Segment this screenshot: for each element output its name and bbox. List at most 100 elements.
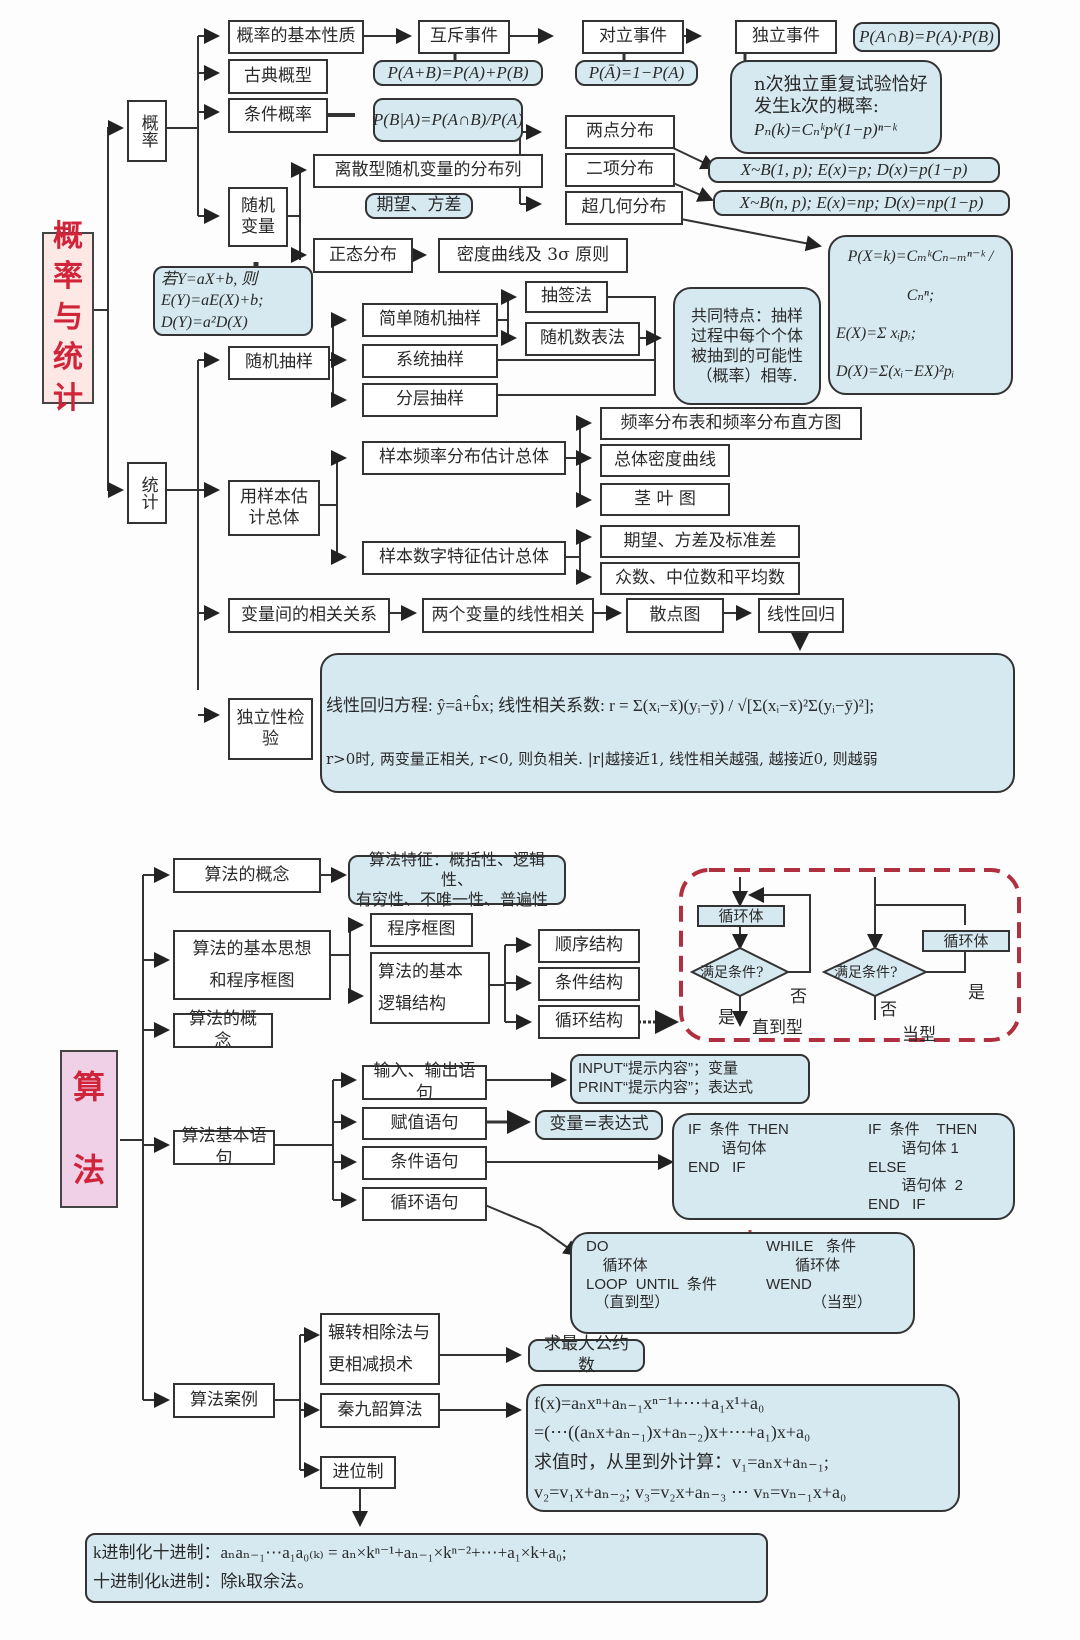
node-qin-jiushao[interactable]: 秦九韶算法 bbox=[320, 1393, 440, 1428]
node-stem-leaf[interactable]: 茎 叶 图 bbox=[600, 483, 730, 516]
qin-line: v₂=v₁x+aₙ₋₂; v₃=v₂x+aₙ₋₃ ⋯ vₙ=vₙ₋₁x+a₀ bbox=[534, 1481, 847, 1502]
regression-formula-box: 线性回归方程: ŷ=â+b̂x; 线性相关系数: r = Σ(xᵢ−x̄)(yᵢ… bbox=[320, 653, 1015, 793]
node-independence-test[interactable]: 独立性检验 bbox=[228, 698, 313, 760]
node-numeric-features[interactable]: 样本数字特征估计总体 bbox=[362, 541, 566, 575]
node-number-base[interactable]: 进位制 bbox=[320, 1456, 396, 1489]
qin-line: f(x)=aₙxⁿ+aₙ₋₁xⁿ⁻¹+⋯+a₁x¹+a₀ bbox=[534, 1392, 765, 1413]
if-line: 语句体 bbox=[688, 1139, 767, 1157]
loop-body-while: 循环体 bbox=[922, 930, 1010, 952]
node-random-variable[interactable]: 随机变量 bbox=[228, 187, 288, 247]
node-basic-idea[interactable]: 算法的基本思想 和程序框图 bbox=[173, 930, 331, 1000]
do-loop-line: 循环体 bbox=[586, 1256, 648, 1274]
if-syntax-box: IF 条件 THEN 语句体 END IF IF 条件 THEN 语句体 1 E… bbox=[672, 1113, 1015, 1220]
node-random-table[interactable]: 随机数表法 bbox=[525, 322, 640, 356]
formula-binomial: X~B(n, p); E(x)=np; D(x)=np(1−p) bbox=[713, 190, 1010, 216]
node-opposite-events[interactable]: 对立事件 bbox=[582, 20, 684, 54]
node-normal-distribution[interactable]: 正态分布 bbox=[313, 238, 413, 273]
node-statistics[interactable]: 统计 bbox=[127, 462, 167, 524]
node-random-sampling[interactable]: 随机抽样 bbox=[228, 346, 330, 380]
node-algorithm-concept[interactable]: 算法的概念 bbox=[173, 858, 321, 893]
node-systematic[interactable]: 系统抽样 bbox=[362, 344, 498, 378]
bernoulli-line: 发生k次的概率: bbox=[754, 96, 879, 118]
base-line: 十进制化k进制：除k取余法。 bbox=[93, 1572, 314, 1591]
bernoulli-formula: Pₙ(k)=Cₙᵏpᵏ(1−p)ⁿ⁻ᵏ bbox=[754, 119, 897, 139]
basic-idea-line: 算法的基本思想 bbox=[192, 938, 312, 959]
if-else-line: ELSE bbox=[868, 1158, 907, 1176]
common-feature-line: （概率）相等. bbox=[696, 366, 798, 385]
common-feature-line: 过程中每个个体 bbox=[690, 326, 803, 345]
qin-formula-box: f(x)=aₙxⁿ+aₙ₋₁xⁿ⁻¹+⋯+a₁x¹+a₀ =(⋯((aₙx+aₙ… bbox=[526, 1384, 960, 1512]
node-loop-structure[interactable]: 循环结构 bbox=[538, 1005, 640, 1039]
node-mode-median[interactable]: 众数、中位数和平均数 bbox=[600, 562, 800, 595]
hypergeometric-formulas: P(X=k)=CₘᵏCₙ₋ₘⁿ⁻ᵏ / Cₙⁿ; E(X)=Σ xᵢpᵢ; D(… bbox=[828, 235, 1013, 395]
condition-diamond-until bbox=[689, 946, 791, 998]
hypergeo-formula: P(X=k)=CₘᵏCₙ₋ₘⁿ⁻ᵏ / Cₙⁿ; bbox=[847, 248, 994, 304]
node-exp-std[interactable]: 期望、方差及标准差 bbox=[600, 525, 800, 558]
title-char: 算 bbox=[72, 1067, 105, 1106]
node-mutually-exclusive[interactable]: 互斥事件 bbox=[418, 20, 510, 54]
node-assignment[interactable]: 赋值语句 bbox=[362, 1107, 487, 1140]
condition-diamond-while bbox=[821, 946, 929, 998]
node-algorithm-concept-2[interactable]: 算法的概念 bbox=[173, 1009, 273, 1051]
label-until-type: 直到型 bbox=[752, 1018, 803, 1038]
node-freq-distribution[interactable]: 样本频率分布估计总体 bbox=[362, 441, 566, 475]
logic-structure-line: 逻辑结构 bbox=[378, 994, 446, 1014]
node-two-point[interactable]: 两点分布 bbox=[565, 115, 675, 149]
common-feature-box: 共同特点：抽样 过程中每个个体 被抽到的可能性 （概率）相等. bbox=[673, 287, 821, 405]
bernoulli-line: n次独立重复试验恰好 bbox=[754, 73, 928, 95]
node-euclid[interactable]: 辗转相除法与 更相减损术 bbox=[320, 1313, 440, 1385]
node-conditional-statement[interactable]: 条件语句 bbox=[362, 1146, 487, 1180]
hypergeo-formula: D(X)=Σ(xᵢ−EX)²pᵢ bbox=[836, 363, 955, 381]
node-loop-statement[interactable]: 循环语句 bbox=[362, 1187, 487, 1221]
node-correlation[interactable]: 变量间的相关关系 bbox=[228, 598, 390, 633]
do-loop-line: LOOP UNTIL 条件 bbox=[586, 1275, 717, 1293]
formula-conditional: P(B|A)=P(A∩B)/P(A) bbox=[373, 98, 523, 142]
node-simple-random[interactable]: 简单随机抽样 bbox=[362, 303, 498, 337]
node-scatter-plot[interactable]: 散点图 bbox=[626, 598, 724, 633]
regression-equation: 线性回归方程: ŷ=â+b̂x; 线性相关系数: r = Σ(xᵢ−x̄)(yᵢ… bbox=[326, 696, 875, 715]
node-estimate-population[interactable]: 用样本估计总体 bbox=[228, 480, 320, 536]
node-sequence-structure[interactable]: 顺序结构 bbox=[538, 929, 640, 963]
assignment-syntax: 变量=表达式 bbox=[535, 1110, 663, 1140]
node-density-curve[interactable]: 总体密度曲线 bbox=[600, 444, 730, 477]
node-linear-correlation[interactable]: 两个变量的线性相关 bbox=[422, 598, 594, 633]
node-classical-model[interactable]: 古典概型 bbox=[228, 59, 328, 94]
io-syntax-box: INPUT“提示内容”；变量 PRINT“提示内容”；表达式 bbox=[570, 1054, 810, 1104]
node-hypergeometric[interactable]: 超几何分布 bbox=[565, 191, 683, 225]
title-char: 法 bbox=[72, 1151, 105, 1189]
node-basic-statements[interactable]: 算法基本语句 bbox=[173, 1126, 275, 1168]
category-probability-statistics: 概 率 与 统 计 bbox=[42, 219, 94, 416]
node-io-statements[interactable]: 输入、输出语句 bbox=[362, 1061, 487, 1103]
correlation-note: r>0时, 两变量正相关, r<0, 则负相关. |r|越接近1, 线性相关越强… bbox=[326, 750, 878, 769]
node-density-3sigma[interactable]: 密度曲线及 3σ 原则 bbox=[438, 238, 628, 273]
node-conditional-probability[interactable]: 条件概率 bbox=[228, 98, 328, 133]
node-flowchart[interactable]: 程序框图 bbox=[370, 913, 473, 947]
title-char: 概 bbox=[53, 218, 83, 254]
if-line: IF 条件 THEN bbox=[688, 1121, 789, 1138]
label-no-until: 否 bbox=[790, 987, 807, 1007]
node-linear-regression[interactable]: 线性回归 bbox=[758, 598, 844, 633]
condition-label-until: 满足条件? bbox=[700, 965, 764, 981]
node-freq-table-histogram[interactable]: 频率分布表和频率分布直方图 bbox=[600, 407, 862, 440]
node-logic-structure[interactable]: 算法的基本 逻辑结构 bbox=[370, 952, 490, 1024]
while-loop-line: WEND bbox=[766, 1275, 812, 1293]
hypergeo-formula: E(X)=Σ xᵢpᵢ; bbox=[836, 325, 916, 342]
node-independent-events[interactable]: 独立事件 bbox=[735, 20, 837, 54]
node-binomial[interactable]: 二项分布 bbox=[565, 153, 675, 187]
if-else-line: 语句体 2 bbox=[868, 1177, 964, 1195]
node-lottery[interactable]: 抽签法 bbox=[525, 281, 608, 313]
while-loop-line: WHILE 条件 bbox=[766, 1238, 857, 1255]
title-char: 计 bbox=[53, 380, 83, 416]
label-while-type: 当型 bbox=[902, 1025, 936, 1045]
node-discrete-distribution[interactable]: 离散型随机变量的分布列 bbox=[313, 154, 543, 188]
node-algorithm-cases[interactable]: 算法案例 bbox=[173, 1383, 275, 1418]
node-basic-properties[interactable]: 概率的基本性质 bbox=[228, 20, 364, 54]
node-stratified[interactable]: 分层抽样 bbox=[362, 383, 498, 417]
qin-line: =(⋯((aₙx+aₙ₋₁)x+aₙ₋₂)x+⋯+a₁)x+a₀ bbox=[534, 1422, 811, 1443]
node-probability[interactable]: 概率 bbox=[127, 100, 167, 162]
basic-idea-line: 和程序框图 bbox=[209, 971, 295, 991]
node-condition-structure[interactable]: 条件结构 bbox=[538, 967, 640, 1001]
formula-two-point: X~B(1, p); E(x)=p; D(x)=p(1−p) bbox=[708, 157, 1000, 183]
if-line: END IF bbox=[688, 1158, 746, 1176]
linear-transform-line: D(Y)=a²D(X) bbox=[161, 313, 248, 331]
